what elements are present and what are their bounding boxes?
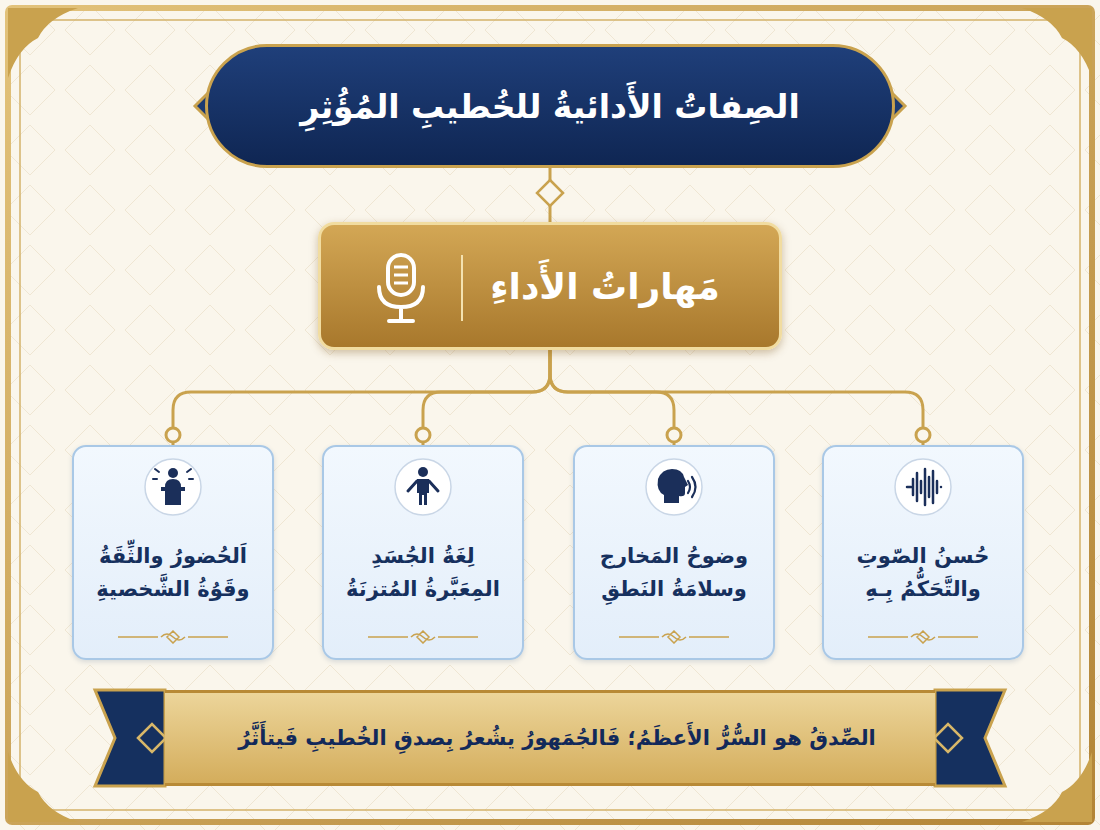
connector [423, 350, 550, 445]
inner-frame [20, 20, 1080, 810]
stem-ornament [537, 180, 563, 206]
outer-frame [8, 8, 1092, 822]
node-text: حُسنُ الصّوتِ والتَّحَكُّمُ بِـهِ [824, 540, 1022, 605]
microphone-icon [361, 249, 441, 329]
node-text: لِغَةُ الجُسَدِ المِعَبَّرةُ المُتزنَةُ [324, 540, 522, 605]
title-text: الصِفاتُ الأَدائيةُ للخُطيبِ المُؤُثِرِ [300, 87, 800, 126]
skill-header-box: مَهاراتُ الأَداءِ [318, 222, 782, 350]
skill-card: حُسنُ الصّوتِ والتَّحَكُّمُ بِـهِ [822, 445, 1024, 660]
corner-ornaments [8, 8, 1092, 822]
icon [644, 457, 704, 517]
connector-dot [166, 428, 180, 442]
icon [893, 457, 953, 517]
connector-dot [916, 428, 930, 442]
icon [393, 457, 453, 517]
connector [550, 350, 674, 445]
card-ornament [863, 630, 983, 644]
connector [173, 350, 550, 445]
title-banner: الصِفاتُ الأَدائيةُ للخُطيبِ المُؤُثِرِ [205, 44, 895, 168]
skill-card: اَلحُضورُ والثِّقَةُ وقَوُةُ الشَّخصيةِ [72, 445, 274, 660]
connector-dot [667, 428, 681, 442]
card-ornament [363, 630, 483, 644]
band-caps [95, 690, 1005, 786]
node-text: مَهاراتُ الأَداءِ [380, 266, 720, 307]
connector-dot [416, 428, 430, 442]
card-ornament [614, 630, 734, 644]
skill-card: وضوحُ المَخارج وسلامَةُ النَطقِ [573, 445, 775, 660]
card-ornament [113, 630, 233, 644]
separator [461, 255, 463, 321]
connector [550, 350, 923, 445]
node-text: وضوحُ المَخارج وسلامَةُ النَطقِ [575, 540, 773, 605]
node-text: اَلحُضورُ والثِّقَةُ وقَوُةُ الشَّخصيةِ [74, 540, 272, 605]
node-text: الصِّدقُ هو السُّرُّ الأَعظَمُ؛ فَالجُمَ… [190, 726, 910, 750]
skill-card: لِغَةُ الجُسَدِ المِعَبَّرةُ المُتزنَةُ [322, 445, 524, 660]
quote-band: الصِّدقُ هو السُّرُّ الأَعظَمُ؛ فَالجُمَ… [165, 690, 935, 786]
icon [143, 457, 203, 517]
